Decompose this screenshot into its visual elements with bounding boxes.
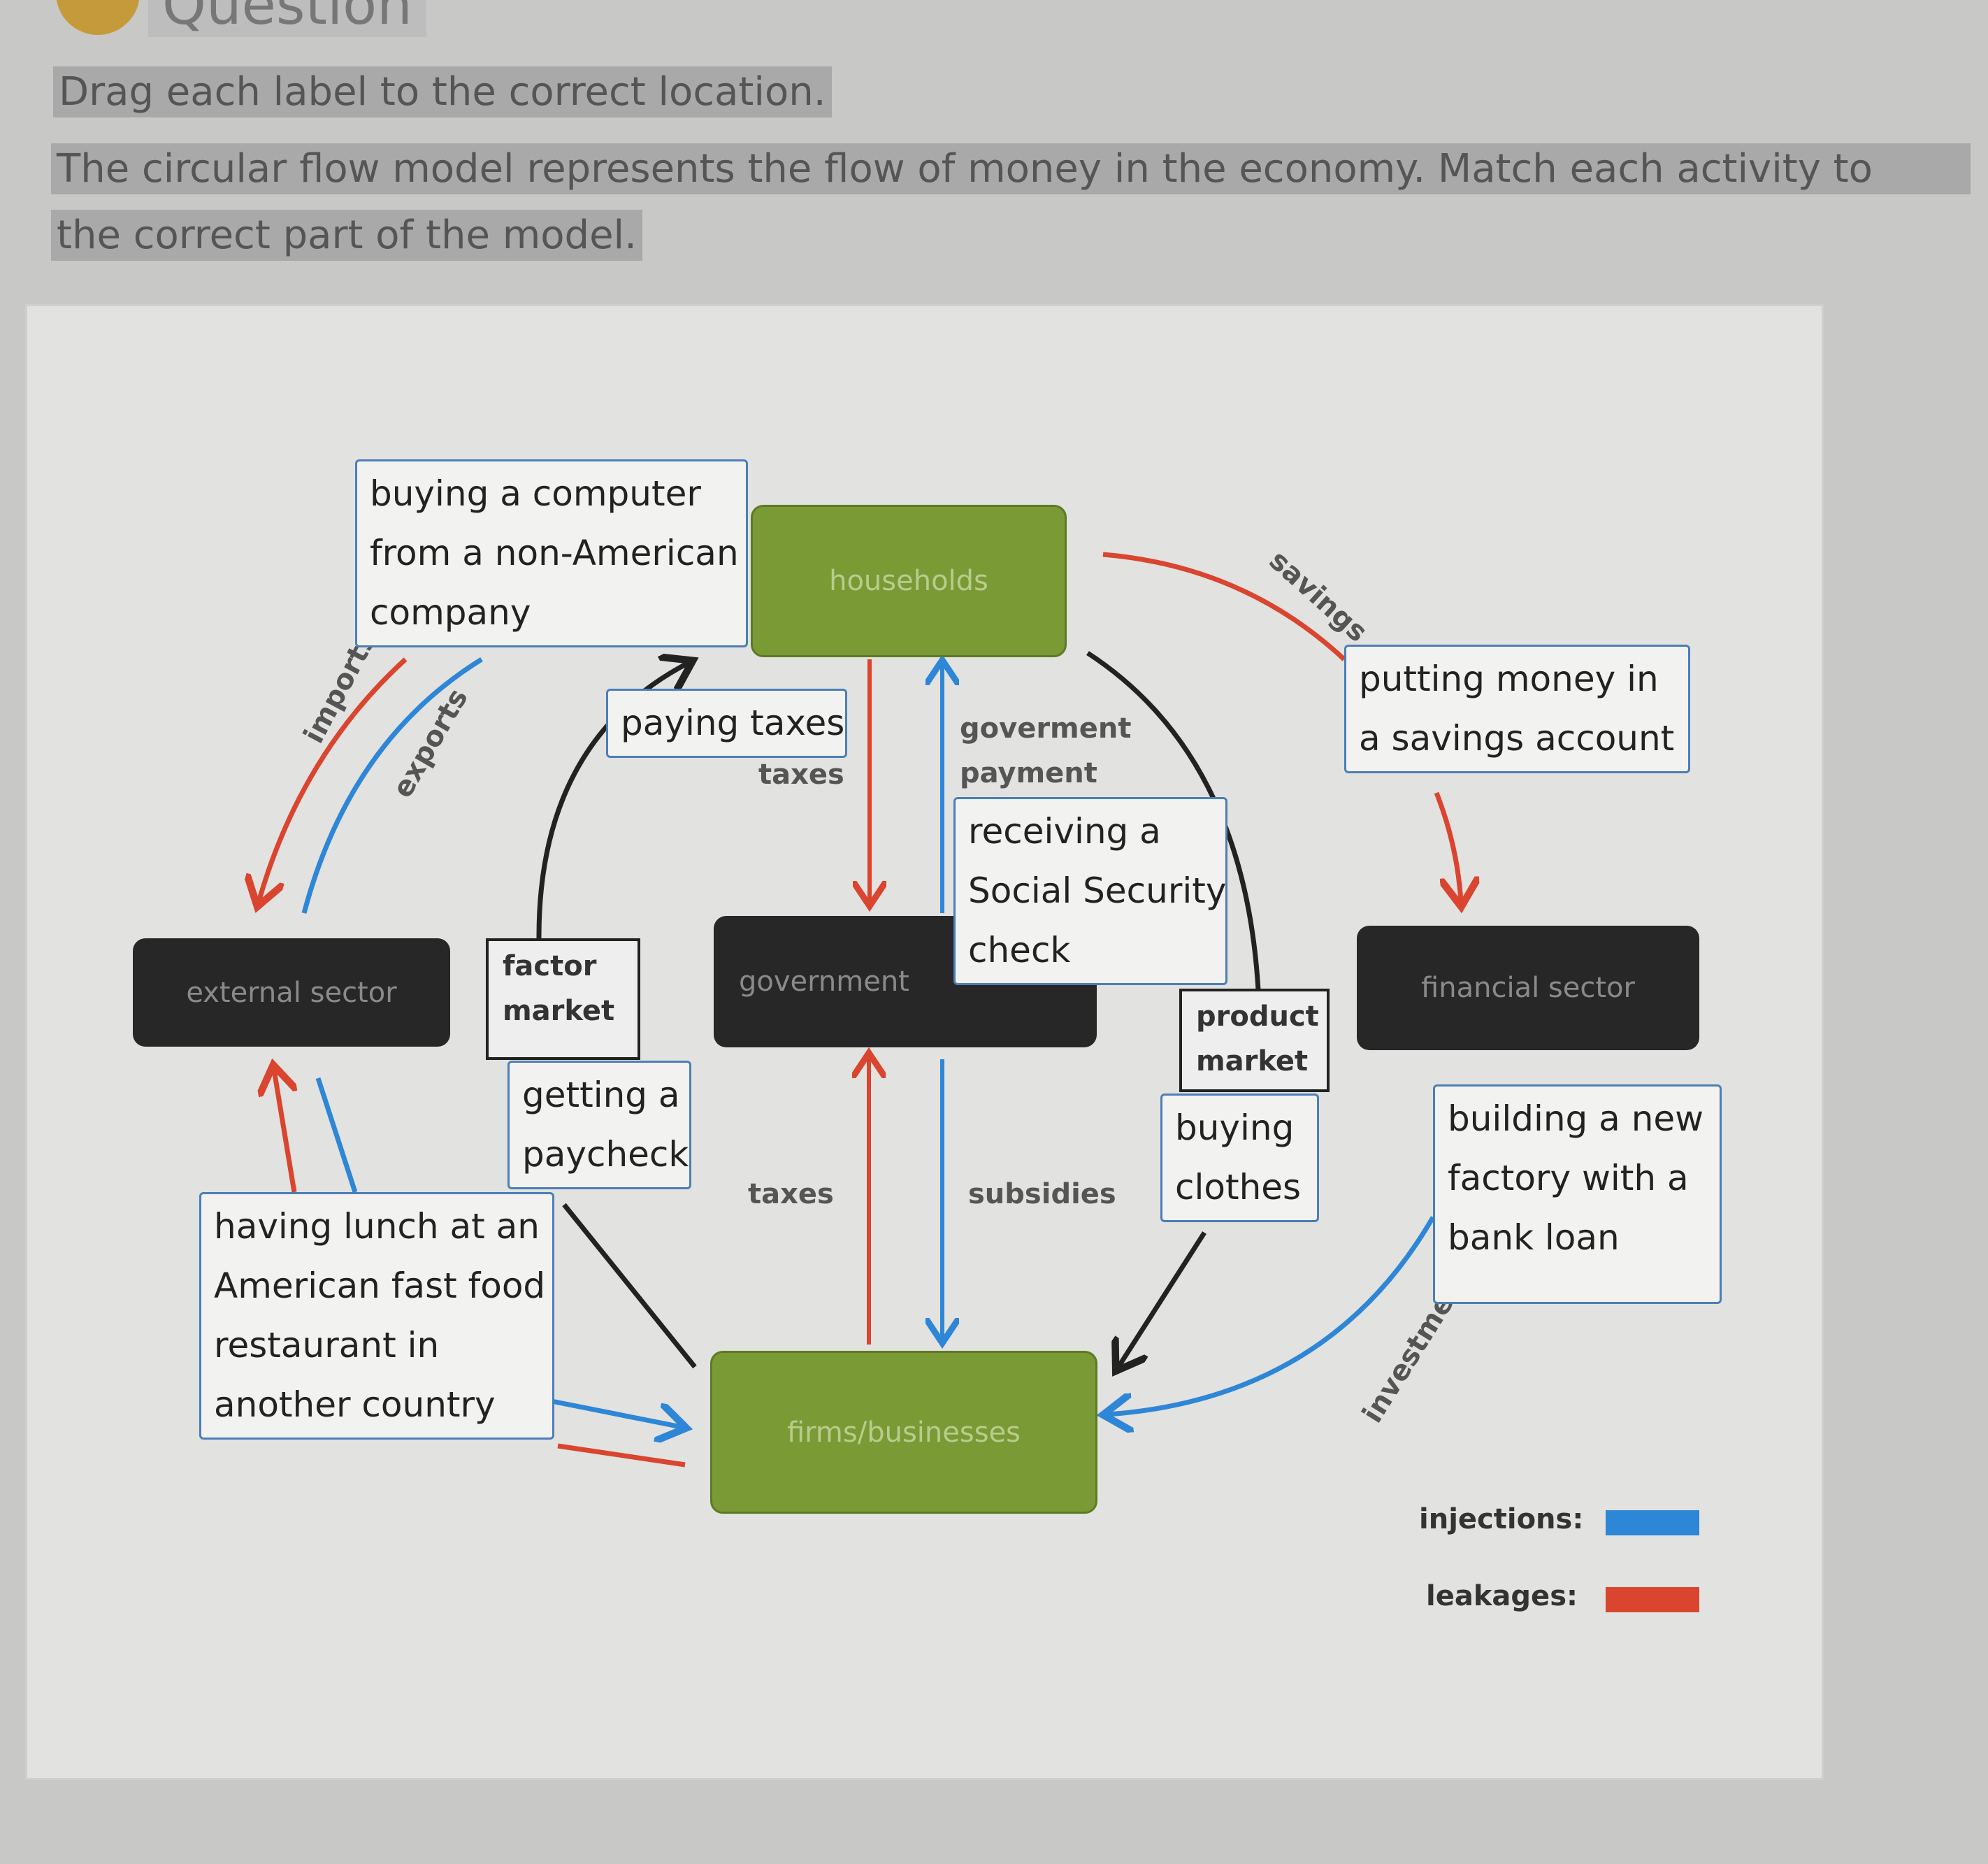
instruction-text: Drag each label to the correct location. (53, 66, 832, 117)
clothes-to-firms-arrow (1118, 1231, 1207, 1367)
firms-node: firms/businesses (710, 1351, 1097, 1514)
factor-market-line1: factor (503, 950, 597, 982)
label-social-security[interactable]: receiving a Social Security check (953, 797, 1227, 985)
label-line: receiving a (968, 811, 1161, 852)
label-line: paying taxes (621, 703, 845, 743)
label-paying-taxes[interactable]: paying taxes (606, 689, 847, 758)
households-node: households (751, 505, 1067, 657)
label-line: paycheck (522, 1134, 689, 1175)
legend-injections-swatch (1606, 1510, 1699, 1535)
label-line: company (370, 592, 531, 633)
exports-arrow (301, 657, 483, 914)
imports-arrow (259, 657, 408, 902)
subsidies-flow-label: subsidies (968, 1178, 1116, 1210)
label-line: a savings account (1359, 718, 1675, 759)
savings-to-financial-arrow (1434, 791, 1461, 902)
gov-payment-line2: payment (960, 757, 1097, 789)
prompt-line-2: the correct part of the model. (51, 210, 642, 261)
legend-leakages-swatch (1606, 1587, 1699, 1612)
factor-market-line2: market (503, 995, 615, 1027)
factor-to-households-arrow (536, 663, 689, 939)
paycheck-to-firms-line (562, 1203, 697, 1369)
label-buying-computer[interactable]: buying a computer from a non-American co… (355, 459, 748, 647)
external-sector-node: external sector (133, 938, 450, 1047)
label-line: check (968, 930, 1071, 970)
lunch-to-firms-arrow (551, 1398, 682, 1427)
taxes-bottom-flow-label: taxes (748, 1178, 834, 1210)
label-line: having lunch at an (214, 1206, 540, 1247)
label-line: bank loan (1448, 1217, 1620, 1258)
product-market-line1: product (1196, 1001, 1319, 1033)
label-building-factory[interactable]: building a new factory with a bank loan (1433, 1084, 1722, 1304)
external-injection-line (315, 1077, 358, 1193)
label-line: American fast food (214, 1266, 546, 1306)
savings-arrow (1102, 552, 1346, 661)
label-line: from a non-American (370, 533, 739, 573)
label-line: clothes (1175, 1167, 1302, 1207)
label-line: buying (1175, 1107, 1295, 1148)
label-line: building a new (1448, 1098, 1704, 1139)
financial-sector-node: financial sector (1357, 926, 1699, 1050)
label-line: putting money in (1359, 659, 1659, 699)
gov-payment-flow-label: goverment payment (960, 706, 1131, 796)
households-to-product-arrow (1086, 651, 1261, 991)
prompt-line-1: The circular flow model represents the f… (51, 143, 1971, 194)
label-line: factory with a (1448, 1158, 1689, 1198)
label-getting-paycheck[interactable]: getting a paycheck (507, 1061, 691, 1189)
gov-payment-line1: goverment (960, 712, 1132, 745)
leak-line (557, 1443, 686, 1468)
external-leak-arrow (274, 1070, 294, 1193)
label-line: another country (214, 1384, 496, 1425)
question-title: Question (148, 0, 426, 37)
label-having-lunch[interactable]: having lunch at an American fast food re… (199, 1192, 554, 1440)
label-line: buying a computer (370, 473, 701, 514)
taxes-top-flow-label: taxes (758, 759, 844, 791)
product-market-node: product market (1179, 989, 1330, 1092)
legend-leakages-label: leakages: (1426, 1580, 1578, 1612)
legend-injections-label: injections: (1419, 1503, 1584, 1535)
investment-arrow (1108, 1216, 1436, 1414)
factor-market-node: factor market (486, 938, 640, 1060)
label-line: Social Security (968, 870, 1227, 911)
label-buying-clothes[interactable]: buying clothes (1160, 1094, 1319, 1222)
label-savings-account[interactable]: putting money in a savings account (1344, 645, 1690, 773)
label-line: getting a (522, 1075, 680, 1115)
product-market-line2: market (1196, 1045, 1309, 1077)
label-line: restaurant in (214, 1325, 440, 1365)
